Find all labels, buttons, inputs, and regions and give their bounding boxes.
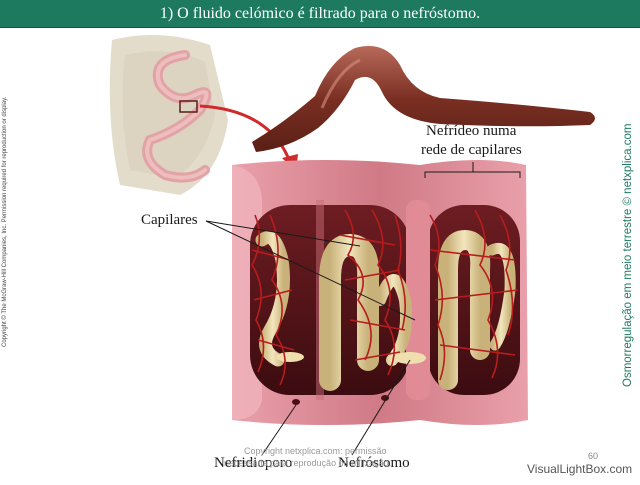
label-nephridium-line2: rede de capilares <box>421 142 522 158</box>
label-nephrostome: Nefróstomo <box>338 455 410 471</box>
leader-lines <box>205 162 521 456</box>
label-nephridium-line1: Nefrídeo numa <box>426 123 517 139</box>
label-capillaries: Capilares <box>141 212 198 228</box>
page-number: 60 <box>588 451 599 461</box>
title-bar <box>0 0 640 28</box>
soil-patch <box>109 35 228 195</box>
credit-vertical: Osmorregulação em meio terrestre © netxp… <box>622 123 634 387</box>
slide-title: 1) O fluido celómico é filtrado para o n… <box>159 5 481 22</box>
nephridiopore <box>292 399 300 405</box>
watermark-line2: necessária para reprodução ou utilização… <box>224 458 392 468</box>
earthworm-body <box>252 46 595 152</box>
copyright-vertical: Copyright © The McGraw-Hill Companies, I… <box>2 96 8 347</box>
nephrostome-funnel <box>394 352 426 364</box>
zoom-arrow <box>199 104 292 163</box>
watermark-line1: Copyright netxplica.com: permissão <box>244 446 387 456</box>
label-nephridiopore: Nefridioporo <box>214 455 293 471</box>
zoom-box <box>179 100 198 113</box>
footer-brand: VisualLightBox.com <box>527 462 633 476</box>
